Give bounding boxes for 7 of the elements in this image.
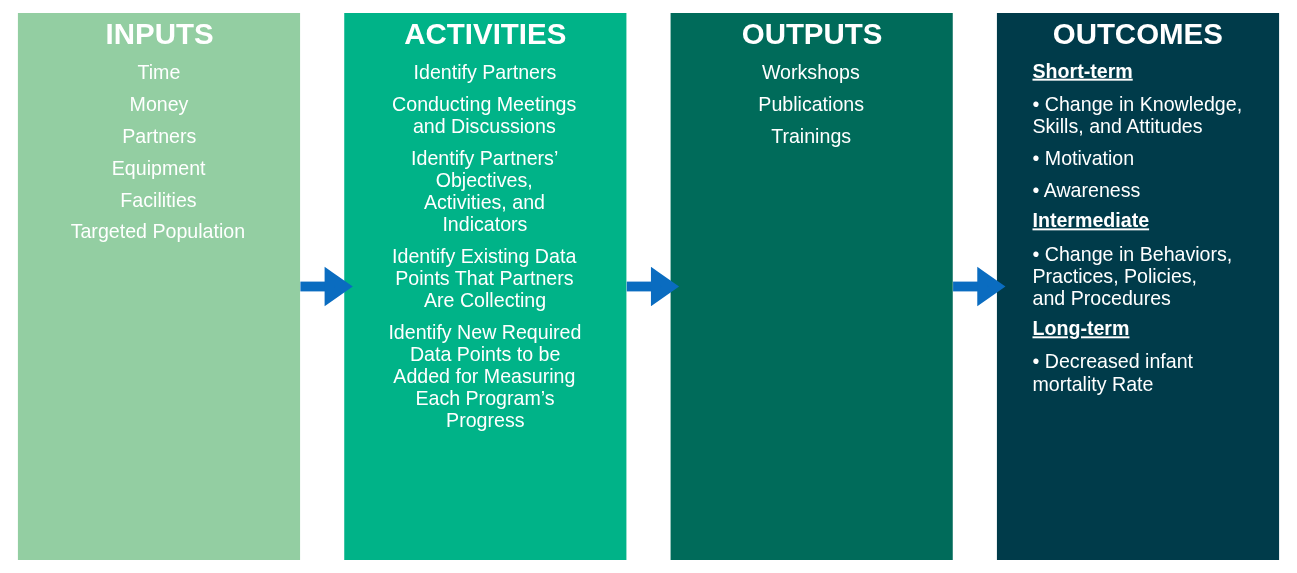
arrow (953, 266, 1006, 307)
arrow (626, 266, 680, 307)
node-box: OUTPUTS Workshops Publications Trainings (670, 12, 953, 561)
arrow (300, 266, 353, 307)
node-box: OUTCOMES Short-term • Change in Knowledge, Skills, and Attitudes • Motivation • Awareness Intermediate • Change in Behaviors, Practices, Policies, and Procedures Long-term • Decreased infant mortality Rate (996, 12, 1280, 561)
node-box: INPUTS Time Money Partners Equipment Facilities Targeted Population (17, 12, 301, 561)
node-box: ACTIVITIES Identify Partners Conducting Meetings and Discussions Identify Partners’ Objectives, Activities, and Indicators Identify Existing Data Points That Partners Are Collecting Identify New Required Data Points to be Added for Measuring Each Program’s Progress (344, 12, 627, 561)
